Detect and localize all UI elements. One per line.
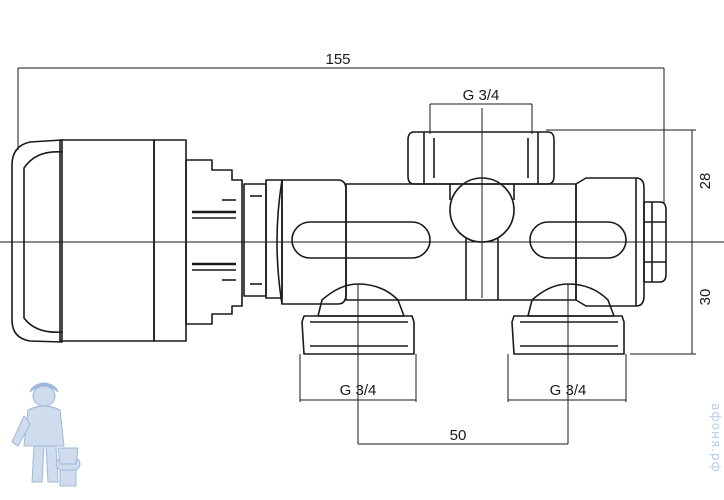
top-fitting <box>407 131 555 200</box>
dimension-overall-length: 155 <box>325 51 350 68</box>
dimension-top-thread: G 3/4 <box>463 87 500 104</box>
bottom-right-outlet <box>511 283 625 355</box>
dimension-right-bottom-thread: G 3/4 <box>550 382 587 399</box>
bottom-left-outlet <box>301 283 415 355</box>
plumber-mascot-icon <box>11 382 81 487</box>
dimension-left-bottom-thread: G 3/4 <box>340 382 377 399</box>
center-lines <box>0 108 724 444</box>
dimension-center-distance: 50 <box>450 427 467 444</box>
watermark-text: афоня.рф <box>709 403 723 473</box>
dimension-lines <box>17 67 696 445</box>
dimension-upper-height: 28 <box>697 173 714 190</box>
dimension-lower-height: 30 <box>697 289 714 306</box>
thermostatic-head <box>11 139 243 343</box>
